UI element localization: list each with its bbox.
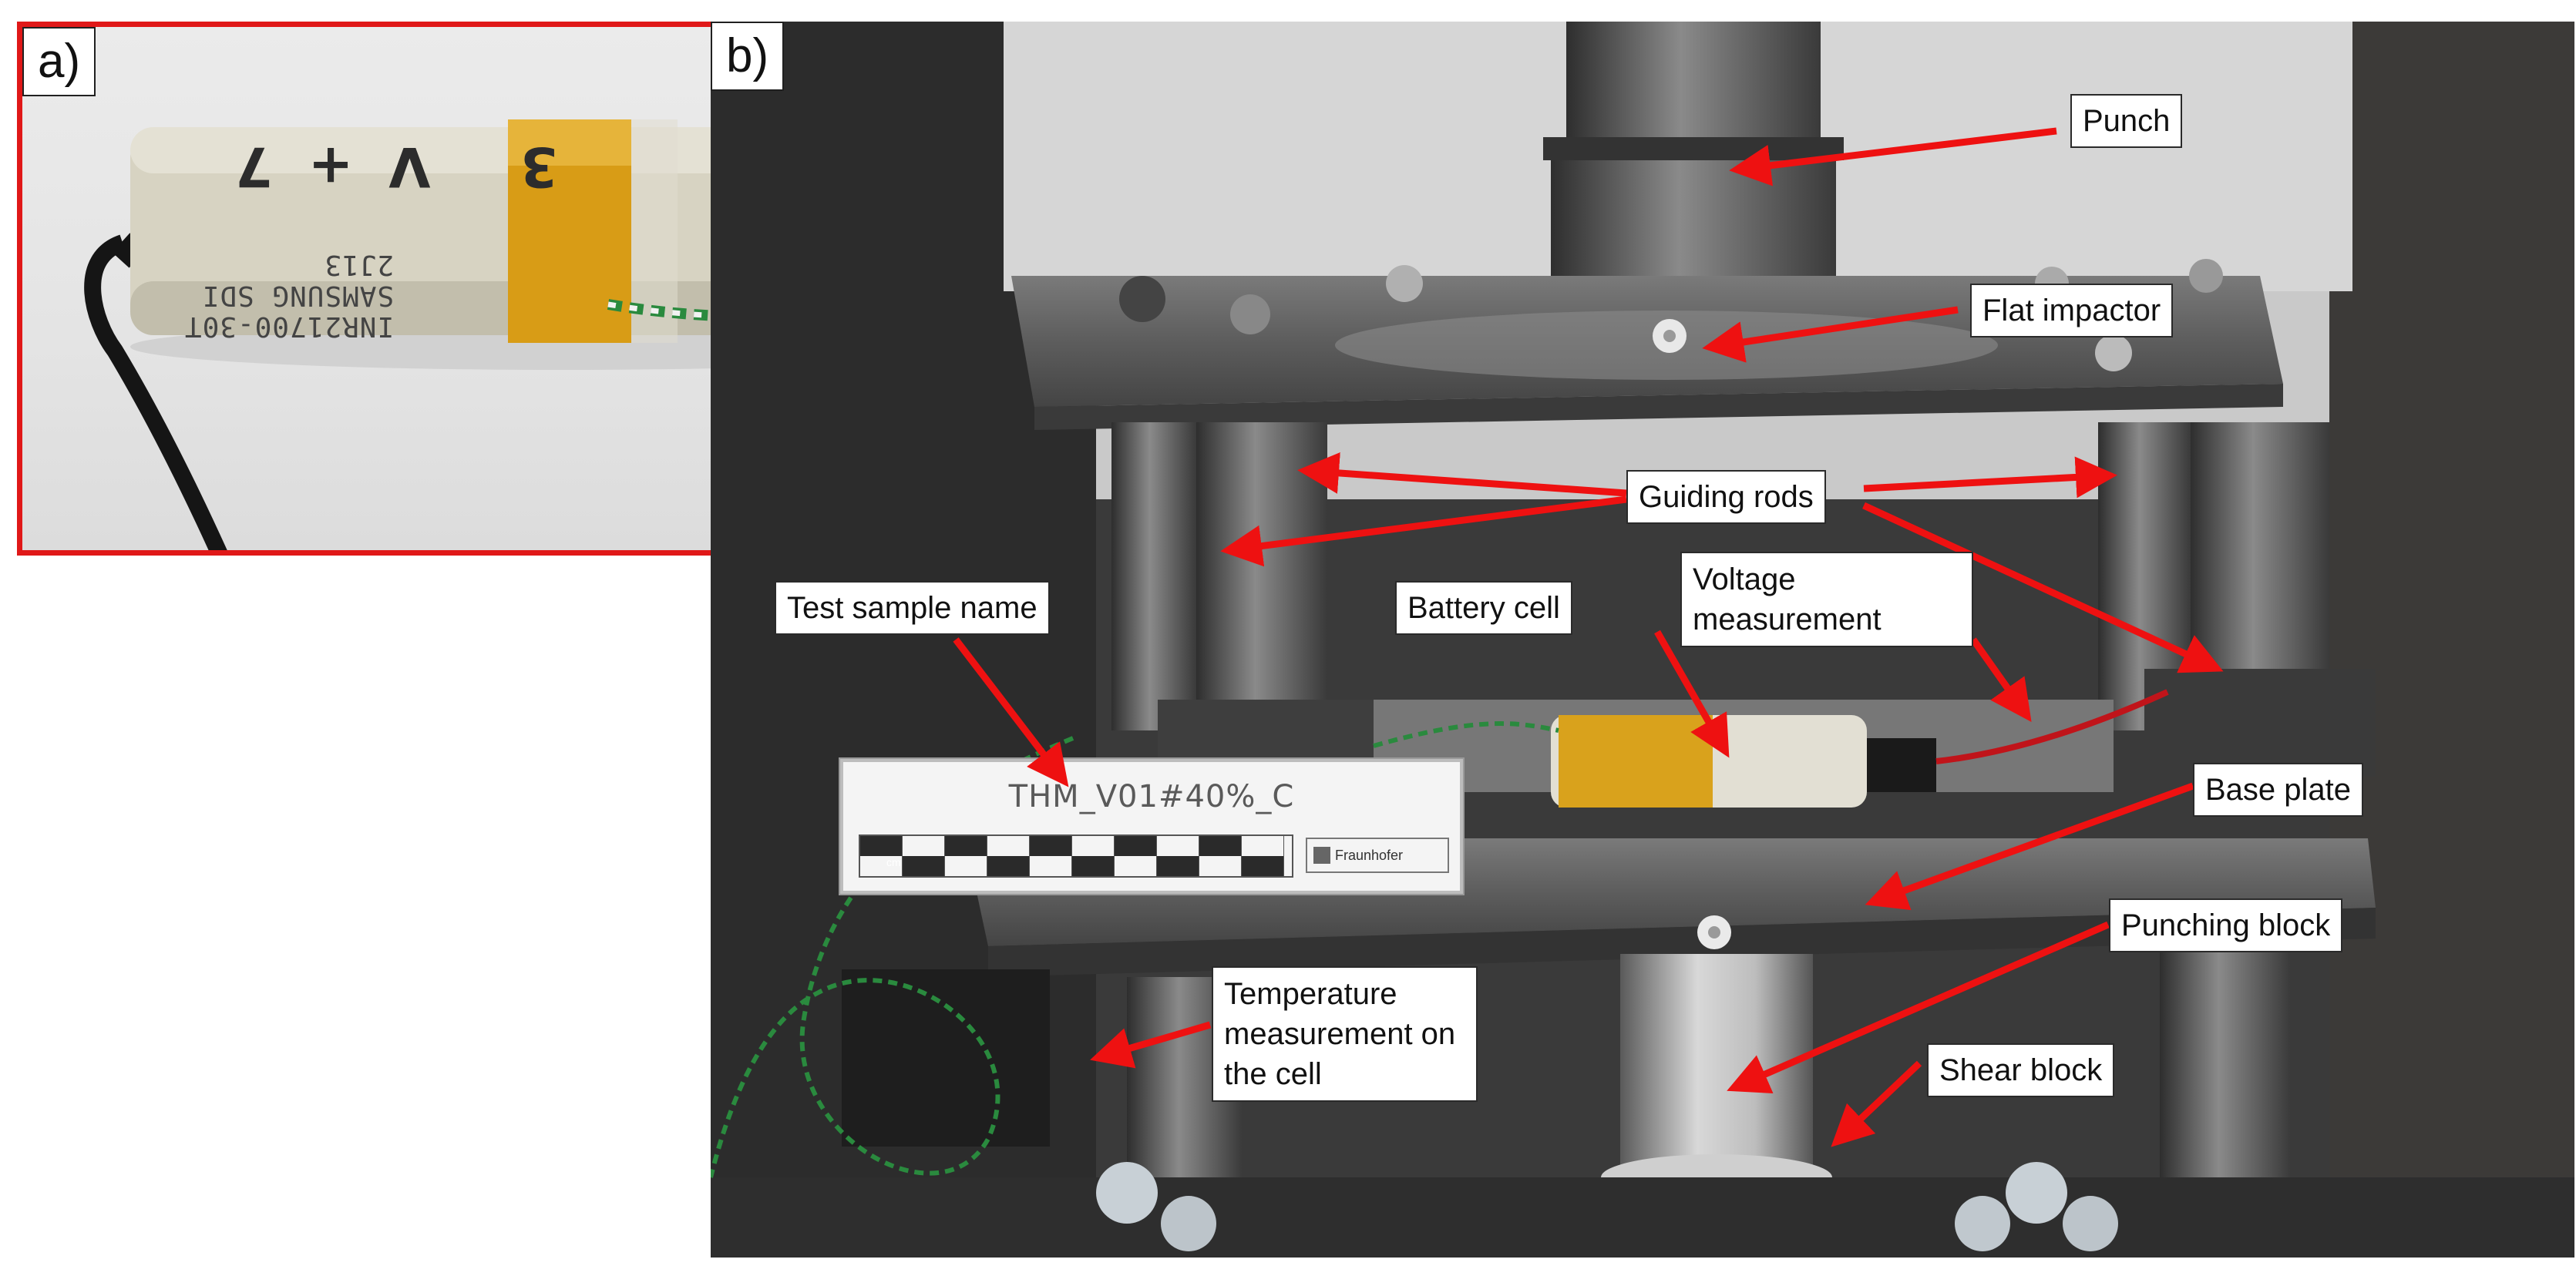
logo-mark-icon	[1313, 847, 1330, 864]
scale-ruler: cm	[859, 834, 1293, 878]
label-punching-block: Punching block	[2109, 898, 2343, 952]
label-flat-impactor: Flat impactor	[1970, 284, 2174, 337]
label-guiding-rods: Guiding rods	[1626, 470, 1826, 524]
label-battery-cell: Battery cell	[1395, 581, 1572, 635]
label-base-plate: Base plate	[2193, 763, 2364, 817]
label-shear-block: Shear block	[1927, 1043, 2115, 1097]
test-rig-photo	[711, 22, 2574, 1258]
fraunhofer-logo: Fraunhofer	[1306, 838, 1449, 873]
panel-a-label: a)	[22, 27, 96, 96]
ruler-unit: cm	[886, 856, 901, 868]
photo-panel-b: b)	[711, 22, 2574, 1258]
cell-handwritten-marking: 3 V+7	[200, 135, 558, 198]
test-sample-card: THM_V01#40%_C cm Fraunhofer	[840, 759, 1463, 894]
logo-text: Fraunhofer	[1335, 848, 1404, 863]
sample-name-text: THM_V01#40%_C	[1008, 779, 1295, 814]
cell-printed-marking: INR21700-30T SAMSUNG SDI 2J13	[184, 249, 395, 342]
label-temperature-measurement: Temperature measurement on the cell	[1212, 966, 1478, 1102]
label-punch: Punch	[2070, 94, 2183, 148]
label-test-sample-name: Test sample name	[775, 581, 1050, 635]
panel-b-label: b)	[711, 22, 785, 91]
label-voltage-measurement: Voltage measurement	[1680, 552, 1973, 647]
